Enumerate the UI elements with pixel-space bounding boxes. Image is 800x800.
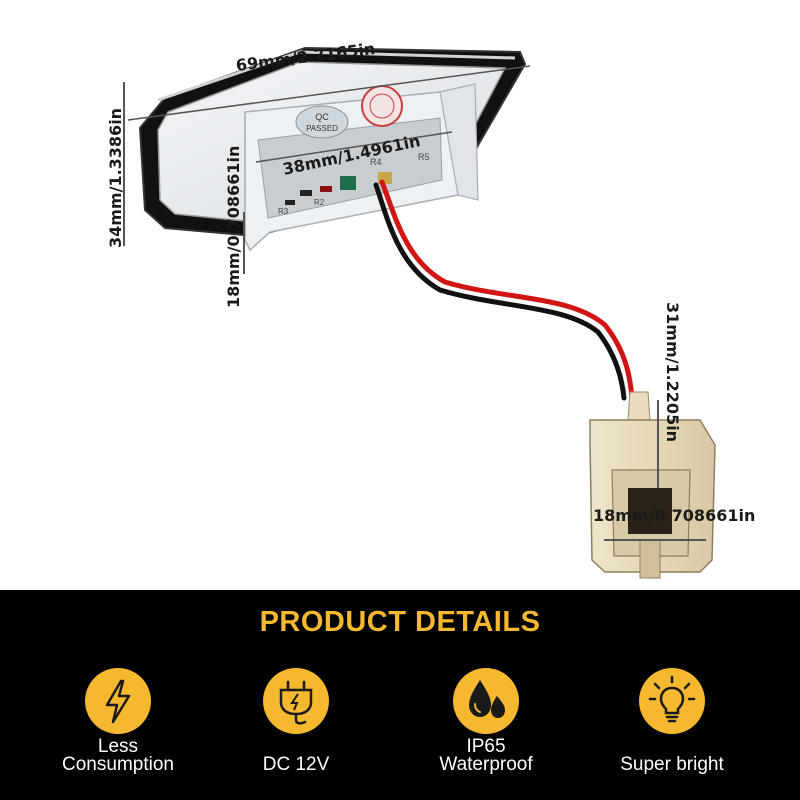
dimension-label-plug-width: 18mm/0.708661in	[593, 506, 756, 525]
lightning-bolt-icon	[85, 668, 151, 734]
feature-super-bright: Super bright	[572, 660, 772, 800]
feature-label-line2: Consumption	[62, 754, 174, 775]
pcb-label-r3: R3	[278, 207, 289, 216]
resistor	[285, 200, 295, 205]
pcb-label-r4: R4	[370, 157, 382, 167]
feature-less-consumption: Less Consumption	[18, 660, 218, 800]
resistor	[300, 190, 312, 196]
feature-label-line1: IP65	[466, 736, 506, 757]
seal-sticker	[361, 85, 403, 127]
connector-slot	[628, 488, 672, 534]
pcb-label-r5: R5	[418, 152, 430, 162]
lamp-rim-highlight	[157, 50, 516, 102]
light-bulb-icon	[639, 668, 705, 734]
dimension-label-lamp-height: 34mm/1.3386in	[106, 107, 125, 248]
resistor	[320, 186, 332, 192]
dimension-line	[127, 65, 531, 121]
power-plug-icon	[263, 668, 329, 734]
water-drops-icon	[453, 668, 519, 734]
connector-latch	[639, 539, 661, 579]
feature-label-line2: Waterproof	[439, 754, 533, 775]
dimension-line	[255, 131, 453, 163]
product-details-panel: PRODUCT DETAILS Less Consumption DC 12V	[0, 590, 800, 800]
product-details-title: PRODUCT DETAILS	[259, 606, 541, 638]
qc-sticker-text-1: QC	[315, 112, 329, 122]
feature-ip65-waterproof: IP65 Waterproof	[386, 660, 586, 800]
feature-label-line2: DC 12V	[262, 754, 330, 775]
dimension-label-plug-height: 31mm/1.2205in	[663, 302, 682, 443]
feature-label-line2: Super bright	[620, 754, 724, 775]
qc-sticker	[295, 105, 349, 139]
qc-sticker-text-2: PASSED	[306, 124, 338, 133]
wire-red	[379, 179, 635, 401]
pcb-label-r2: R2	[314, 198, 325, 207]
product-photo: QC PASSED R4 R5 R2 R3 69mm/2.7165in 34mm	[106, 38, 756, 579]
lens-module-side	[439, 83, 479, 201]
connector-plug-top	[627, 391, 651, 421]
product-illustration: QC PASSED R4 R5 R2 R3	[123, 46, 716, 579]
led-chip	[340, 176, 356, 190]
dimension-label-lens-height: 18mm/0.708661in	[224, 145, 243, 308]
wire-black	[373, 182, 627, 401]
feature-dc-12v: DC 12V	[196, 660, 396, 800]
seal-sticker-inner	[369, 93, 395, 119]
feature-label-line1: Less	[97, 736, 139, 757]
